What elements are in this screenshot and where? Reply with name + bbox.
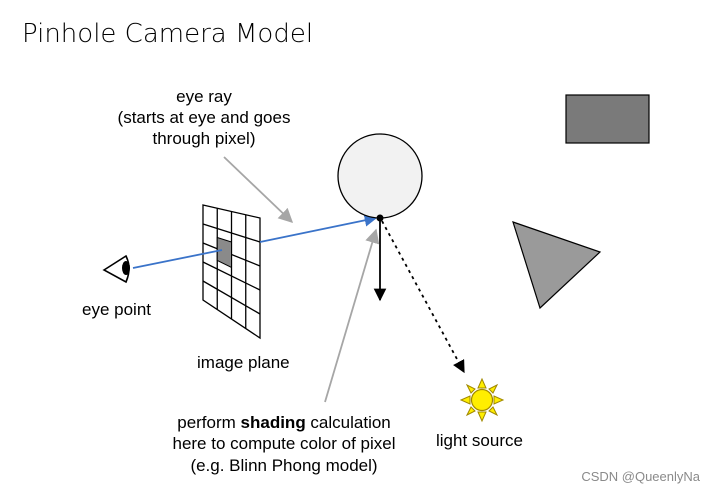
sun-icon [459, 377, 505, 423]
eye-ray-label-line-2: (starts at eye and goes [118, 108, 291, 127]
shading-label-line-1: perform shading calculation [177, 413, 391, 432]
eye-ray-label-line-1: eye ray [176, 87, 232, 106]
intersection-point [376, 214, 384, 222]
shading-label-suffix: calculation [306, 413, 391, 432]
page-title: Pinhole Camera Model [22, 19, 313, 49]
eye-ray-segment-1 [132, 249, 223, 269]
highlighted-pixel [216, 236, 232, 269]
eye-ray-pointer [223, 156, 294, 223]
gray-box [565, 94, 650, 144]
eye-point-label: eye point [82, 300, 151, 319]
shading-label: perform shading calculation here to comp… [172, 413, 395, 475]
eye-ray-segment-2 [259, 214, 378, 243]
shading-label-line-2: here to compute color of pixel [172, 434, 395, 453]
image-plane-label: image plane [197, 353, 290, 372]
shading-label-bold: shading [241, 413, 306, 432]
gray-triangle [512, 221, 602, 310]
watermark: CSDN @QueenlyNa [581, 469, 700, 484]
image-plane-grid [202, 204, 261, 340]
light-source-label: light source [436, 431, 523, 450]
eye-ray-label: eye ray (starts at eye and goes through … [118, 87, 291, 148]
shadow-ray [381, 220, 465, 374]
shading-label-line-3: (e.g. Blinn Phong model) [190, 456, 377, 475]
sphere [337, 133, 423, 219]
shading-label-prefix: perform [177, 413, 240, 432]
eye-ray-label-line-3: through pixel) [152, 129, 255, 148]
eye-icon [102, 254, 130, 284]
shading-pointer [324, 228, 380, 403]
